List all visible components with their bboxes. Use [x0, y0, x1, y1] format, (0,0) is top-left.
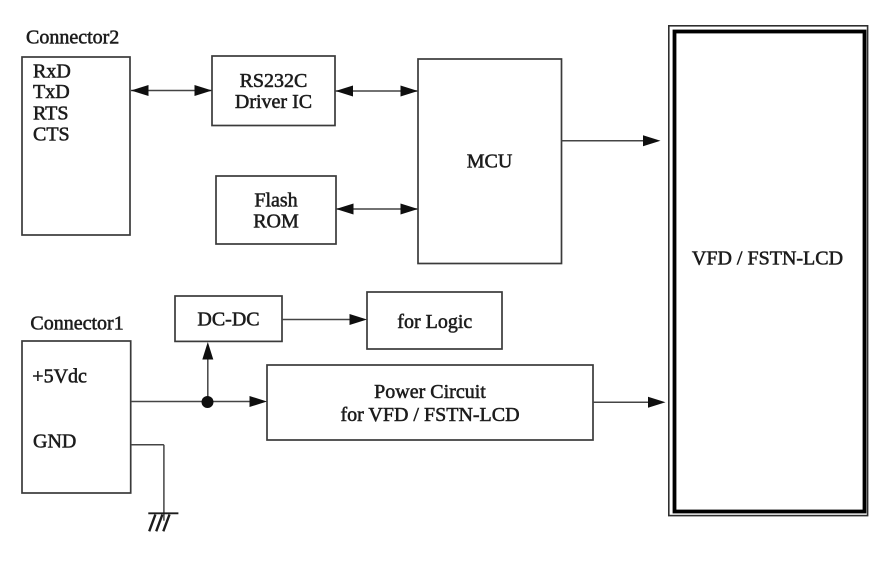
svg-text:+5Vdc: +5Vdc	[32, 366, 87, 388]
svg-text:RTS: RTS	[33, 103, 68, 125]
svg-text:DC-DC: DC-DC	[197, 309, 259, 331]
svg-text:GND: GND	[33, 431, 76, 453]
svg-text:Connector1: Connector1	[30, 313, 123, 335]
svg-text:for VFD / FSTN-LCD: for VFD / FSTN-LCD	[340, 404, 519, 426]
svg-text:Power Circuit: Power Circuit	[374, 381, 486, 403]
svg-text:CTS: CTS	[33, 124, 70, 146]
svg-text:VFD / FSTN-LCD: VFD / FSTN-LCD	[692, 248, 843, 270]
svg-text:RS232C: RS232C	[240, 70, 308, 92]
svg-text:ROM: ROM	[253, 211, 299, 233]
svg-text:TxD: TxD	[33, 81, 70, 103]
svg-text:MCU: MCU	[467, 151, 513, 173]
svg-text:RxD: RxD	[33, 61, 71, 83]
svg-text:Driver IC: Driver IC	[235, 91, 312, 113]
svg-text:Flash: Flash	[254, 190, 297, 212]
svg-text:Connector2: Connector2	[26, 27, 119, 49]
svg-text:for Logic: for Logic	[397, 311, 472, 333]
